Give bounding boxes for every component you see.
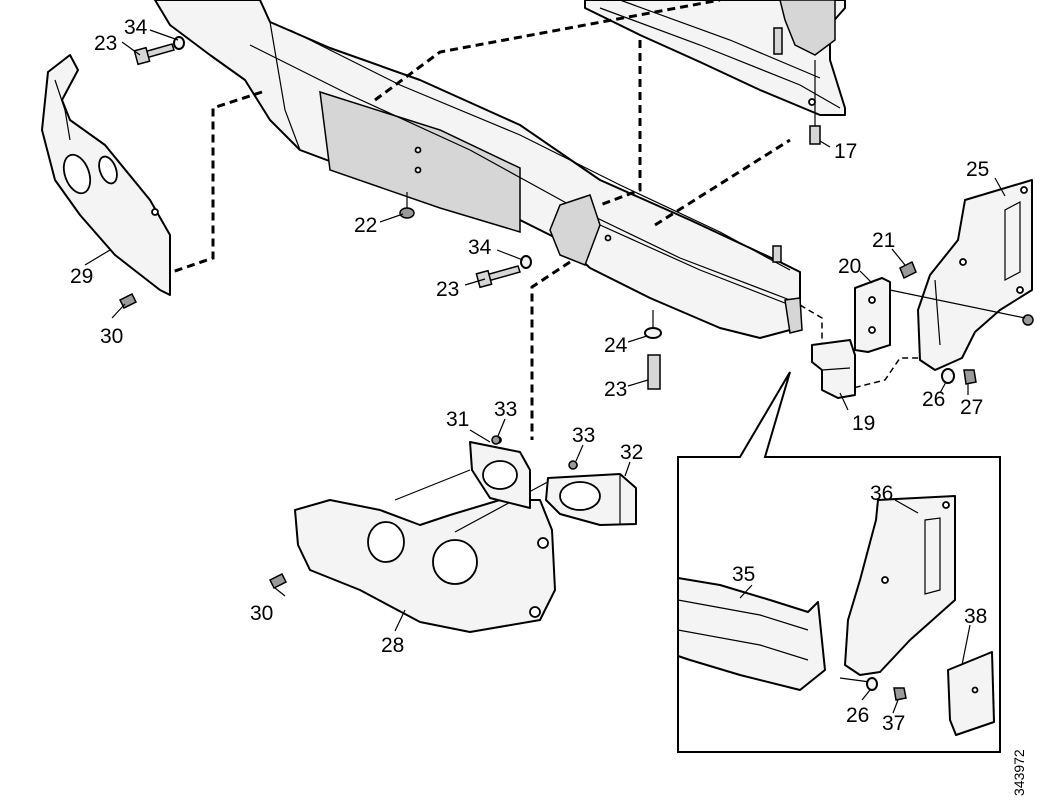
callout-38: 38 [964,605,987,628]
callout-33-left: 33 [494,398,517,421]
callout-leaders [84,29,1006,714]
callout-30-bottom: 30 [250,602,273,625]
lamp-bracket-31 [469,436,531,509]
callout-32: 32 [620,441,643,464]
callout-30-left: 30 [100,325,123,348]
callout-24: 24 [604,334,628,357]
callout-33-right: 33 [572,424,595,447]
callout-20: 20 [838,255,861,278]
callout-23-bottom: 23 [604,378,627,401]
callout-35: 35 [732,563,755,586]
callout-19: 19 [852,412,875,435]
callout-17: 17 [834,140,857,163]
lower-front-cover [294,469,556,633]
callout-25: 25 [966,158,989,181]
callout-34-top: 34 [124,16,148,39]
callout-27: 27 [960,396,983,419]
detail-inset [677,371,1001,753]
callout-23-mid: 23 [436,278,459,301]
callout-34-mid: 34 [468,236,492,259]
assembly-lines [171,0,930,440]
left-end-cap [41,54,171,296]
lamp-bracket-32 [545,461,637,526]
callout-23-top: 23 [94,32,117,55]
document-number: 343972 [1011,749,1027,796]
callout-26-inset: 26 [846,704,869,727]
callout-37: 37 [882,712,905,735]
callout-22: 22 [354,214,377,237]
callout-28: 28 [381,634,404,657]
callout-31: 31 [446,408,469,431]
callout-21: 21 [872,229,895,252]
callout-26: 26 [922,388,945,411]
callout-36: 36 [870,482,893,505]
side-bracket-25 [889,179,1033,371]
bumper-beam [154,0,803,339]
callout-29: 29 [70,265,93,288]
chassis-rail [584,0,846,116]
callout-labels: 34 23 29 30 22 34 23 24 23 17 25 21 20 1… [70,16,1027,796]
fasteners [118,27,1034,590]
mounting-brackets [811,277,891,399]
